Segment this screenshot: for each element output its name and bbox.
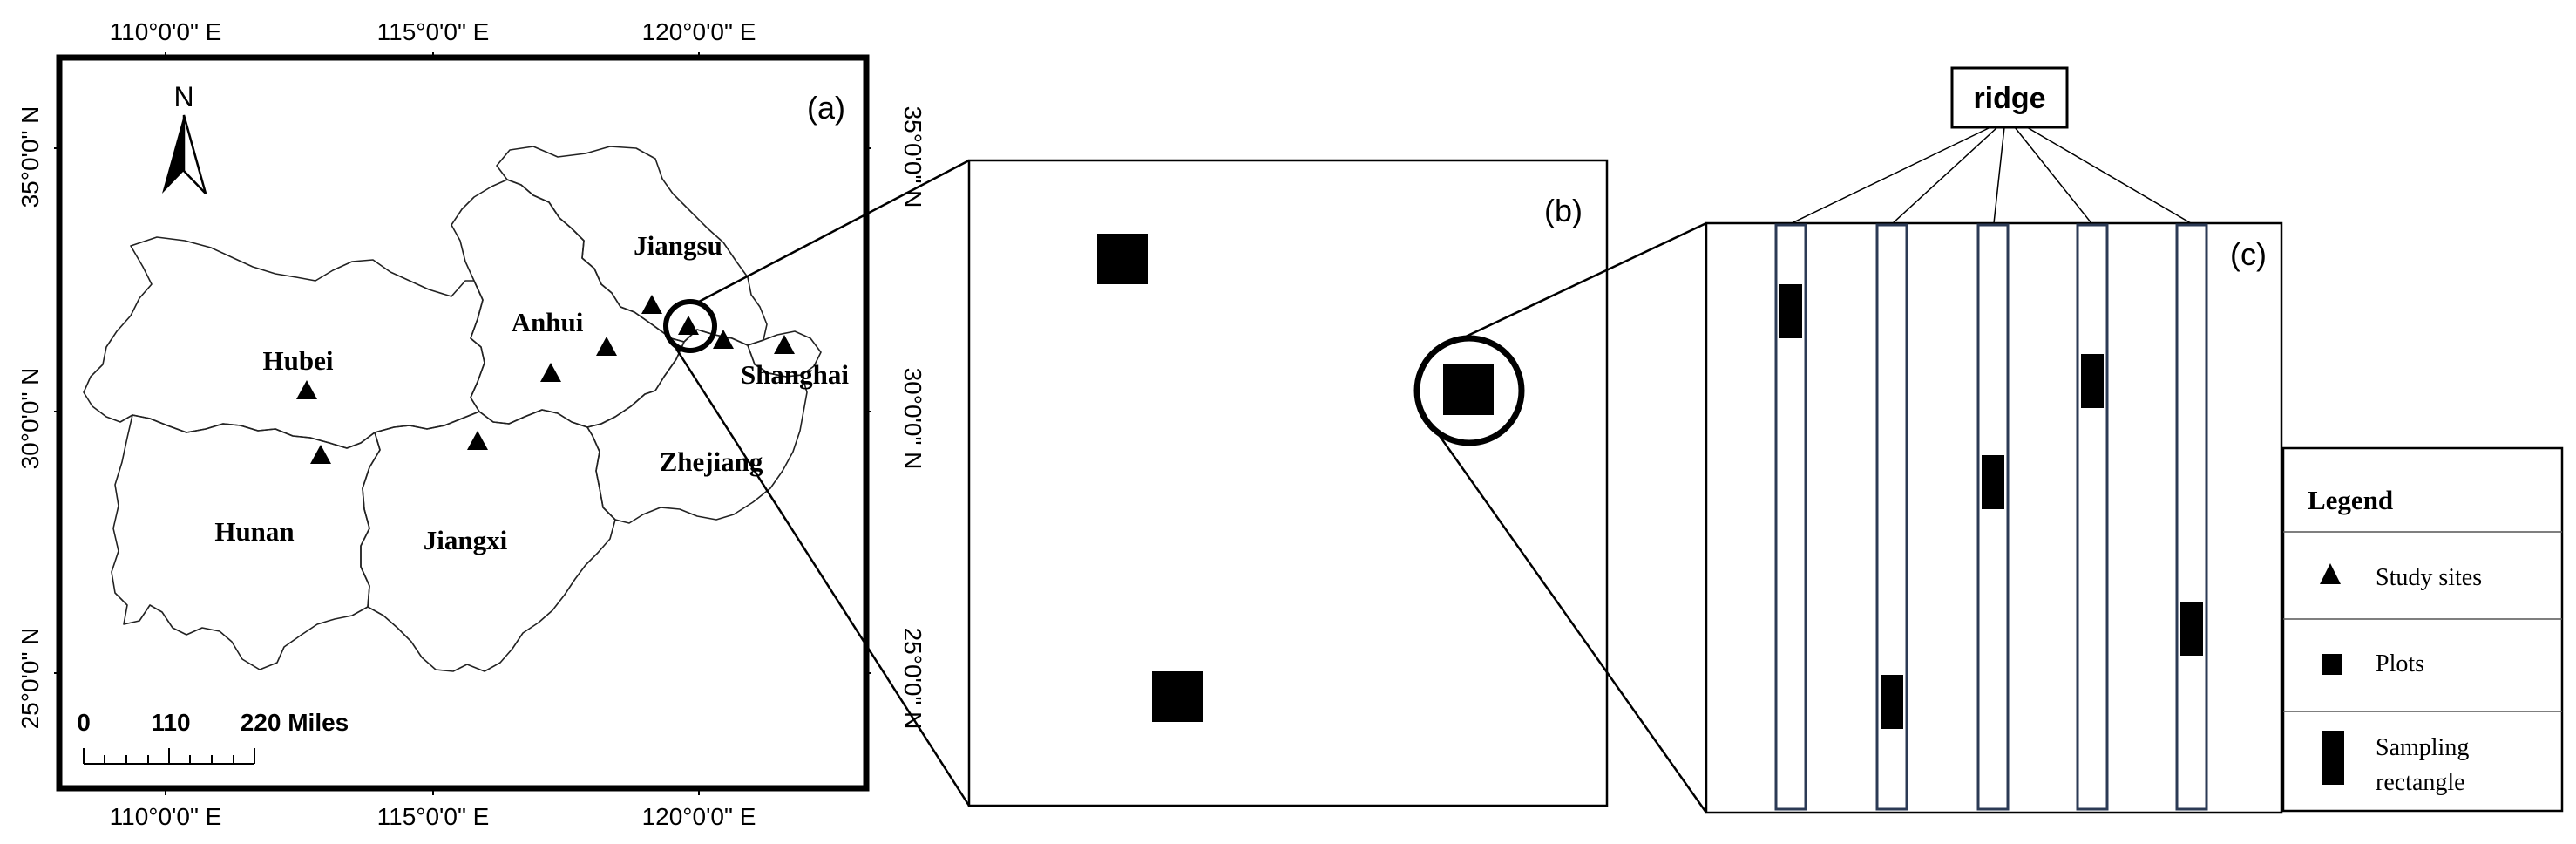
map-ticks bbox=[54, 52, 871, 795]
ridge-strip bbox=[2076, 223, 2109, 811]
province-label-jiangsu: Jiangsu bbox=[634, 230, 722, 261]
bottom-longitude-labels: 110°0'0" E 115°0'0" E 120°0'0" E bbox=[110, 803, 756, 830]
ridge-label-box bbox=[1950, 66, 2069, 129]
legend-title: Legend bbox=[2308, 485, 2393, 515]
left-latitude-labels: 35°0'0" N 30°0'0" N 25°0'0" N bbox=[17, 106, 44, 730]
right-latitude-labels: 35°0'0" N 30°0'0" N 25°0'0" N bbox=[899, 106, 926, 730]
study-site-triangle bbox=[310, 445, 331, 464]
sampling-rectangle bbox=[2180, 602, 2203, 656]
rectangle-icon bbox=[2322, 731, 2344, 785]
right-lat-label: 25°0'0" N bbox=[899, 628, 926, 730]
legend-label-plots: Plots bbox=[2376, 650, 2424, 677]
panel-a-map: 110°0'0" E 115°0'0" E 120°0'0" E 110°0'0… bbox=[17, 18, 926, 830]
province-zhejiang bbox=[586, 329, 808, 524]
connector-a-to-b bbox=[675, 159, 971, 807]
north-arrow-left-half bbox=[162, 115, 184, 194]
north-arrow: N bbox=[162, 81, 207, 194]
study-site-triangle bbox=[296, 380, 317, 399]
right-lat-label: 35°0'0" N bbox=[899, 106, 926, 208]
legend-label-study-sites: Study sites bbox=[2376, 564, 2482, 591]
province-label-shanghai: Shanghai bbox=[741, 359, 849, 390]
province-label-hubei: Hubei bbox=[263, 345, 334, 376]
ridge-leader-lines bbox=[1791, 126, 2192, 224]
plot-square bbox=[1152, 671, 1203, 722]
study-site-markers bbox=[296, 295, 795, 464]
sampling-rectangle bbox=[1779, 284, 1802, 338]
province-jiangxi bbox=[360, 409, 616, 672]
sampling-rectangle bbox=[1881, 675, 1903, 729]
study-site-triangle bbox=[540, 363, 561, 382]
sampling-rectangle bbox=[2081, 354, 2104, 408]
left-lat-label: 30°0'0" N bbox=[17, 368, 44, 470]
north-arrow-right-half bbox=[182, 114, 207, 194]
square-icon bbox=[2322, 654, 2342, 675]
legend-label-sampling: Sampling bbox=[2376, 734, 2469, 761]
triangle-icon bbox=[2320, 563, 2341, 584]
legend-label-rectangle: rectangle bbox=[2376, 769, 2465, 796]
north-label: N bbox=[173, 81, 193, 112]
sampling-rectangle bbox=[1982, 455, 2004, 509]
scale-label-110: 110 bbox=[151, 709, 190, 736]
province-label-hunan: Hunan bbox=[214, 516, 294, 547]
study-site-triangle bbox=[596, 337, 617, 356]
connector-b-to-c bbox=[1438, 221, 1708, 813]
ridge-strip bbox=[1976, 223, 2010, 811]
panel-b: (b) bbox=[967, 159, 1609, 807]
legend: Legend Study sites Plots Sampling rectan… bbox=[2281, 446, 2564, 813]
scale-bar: 0 110 220 Miles bbox=[77, 709, 349, 765]
top-lon-label: 110°0'0" E bbox=[110, 18, 222, 45]
plot-square bbox=[1097, 234, 1148, 284]
panel-c-label: (c) bbox=[2230, 236, 2267, 272]
panel-b-label: (b) bbox=[1544, 193, 1583, 228]
province-hunan bbox=[111, 414, 381, 670]
scale-label-220: 220 Miles bbox=[241, 709, 349, 736]
study-site-triangle bbox=[641, 295, 662, 314]
left-lat-label: 35°0'0" N bbox=[17, 106, 44, 208]
plot-square bbox=[1443, 364, 1494, 415]
scale-label-0: 0 bbox=[77, 709, 91, 736]
province-label-anhui: Anhui bbox=[512, 307, 584, 337]
ridge-label: ridge bbox=[1973, 82, 2045, 115]
study-site-triangle bbox=[774, 335, 795, 354]
panel-a-label: (a) bbox=[807, 90, 845, 126]
province-labels: Jiangsu Anhui Hubei Shanghai Zhejiang Hu… bbox=[214, 230, 849, 555]
top-lon-label: 120°0'0" E bbox=[642, 18, 756, 45]
right-lat-label: 30°0'0" N bbox=[899, 368, 926, 470]
bottom-lon-label: 110°0'0" E bbox=[110, 803, 222, 830]
panel-c: (c) ridge bbox=[1705, 66, 2283, 814]
study-site-triangle bbox=[713, 330, 734, 349]
province-boundaries bbox=[83, 146, 822, 672]
legend-dividers bbox=[2283, 531, 2562, 712]
left-lat-label: 25°0'0" N bbox=[17, 628, 44, 730]
bottom-lon-label: 115°0'0" E bbox=[377, 803, 490, 830]
study-site-triangle bbox=[678, 316, 699, 335]
study-site-triangle bbox=[467, 431, 488, 450]
province-label-jiangxi: Jiangxi bbox=[424, 525, 508, 555]
bottom-lon-label: 120°0'0" E bbox=[642, 803, 756, 830]
top-longitude-labels: 110°0'0" E 115°0'0" E 120°0'0" E bbox=[110, 18, 756, 45]
highlight-circle-a bbox=[663, 299, 717, 353]
top-lon-label: 115°0'0" E bbox=[377, 18, 490, 45]
panel-b-frame bbox=[967, 159, 1609, 807]
province-label-zhejiang: Zhejiang bbox=[660, 446, 763, 477]
ridge-strip bbox=[2175, 223, 2208, 811]
highlight-circle-b bbox=[1413, 335, 1525, 446]
sampling-rectangles bbox=[1779, 284, 2203, 729]
